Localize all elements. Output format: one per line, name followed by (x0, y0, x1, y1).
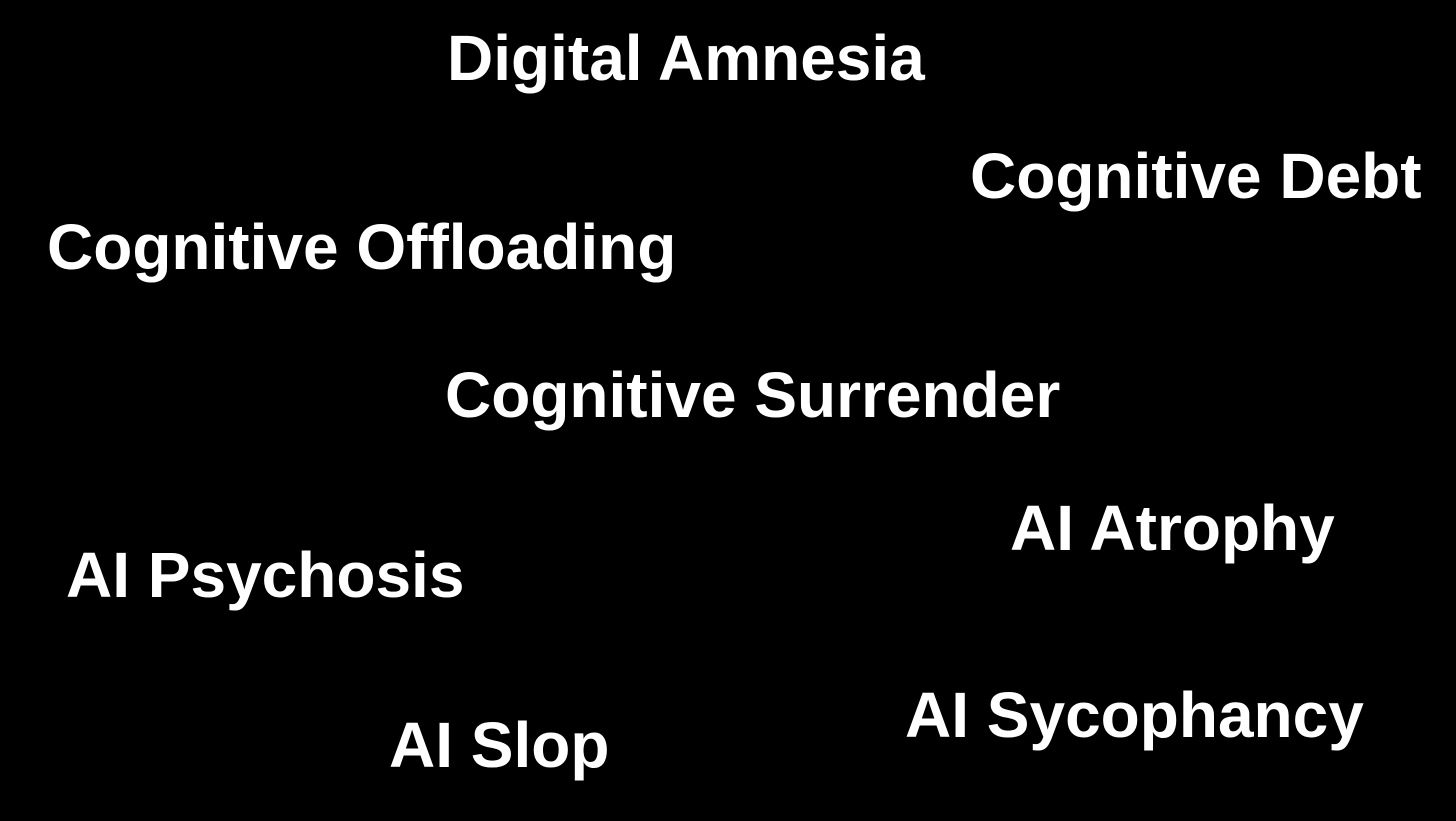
term-ai-sycophancy: AI Sycophancy (905, 679, 1364, 751)
term-ai-atrophy: AI Atrophy (1010, 492, 1335, 564)
term-cognitive-debt: Cognitive Debt (970, 140, 1422, 212)
term-ai-slop: AI Slop (389, 709, 610, 781)
term-digital-amnesia: Digital Amnesia (447, 22, 925, 94)
term-cognitive-surrender: Cognitive Surrender (445, 359, 1061, 431)
term-ai-psychosis: AI Psychosis (66, 539, 465, 611)
term-cognitive-offloading: Cognitive Offloading (47, 211, 677, 283)
